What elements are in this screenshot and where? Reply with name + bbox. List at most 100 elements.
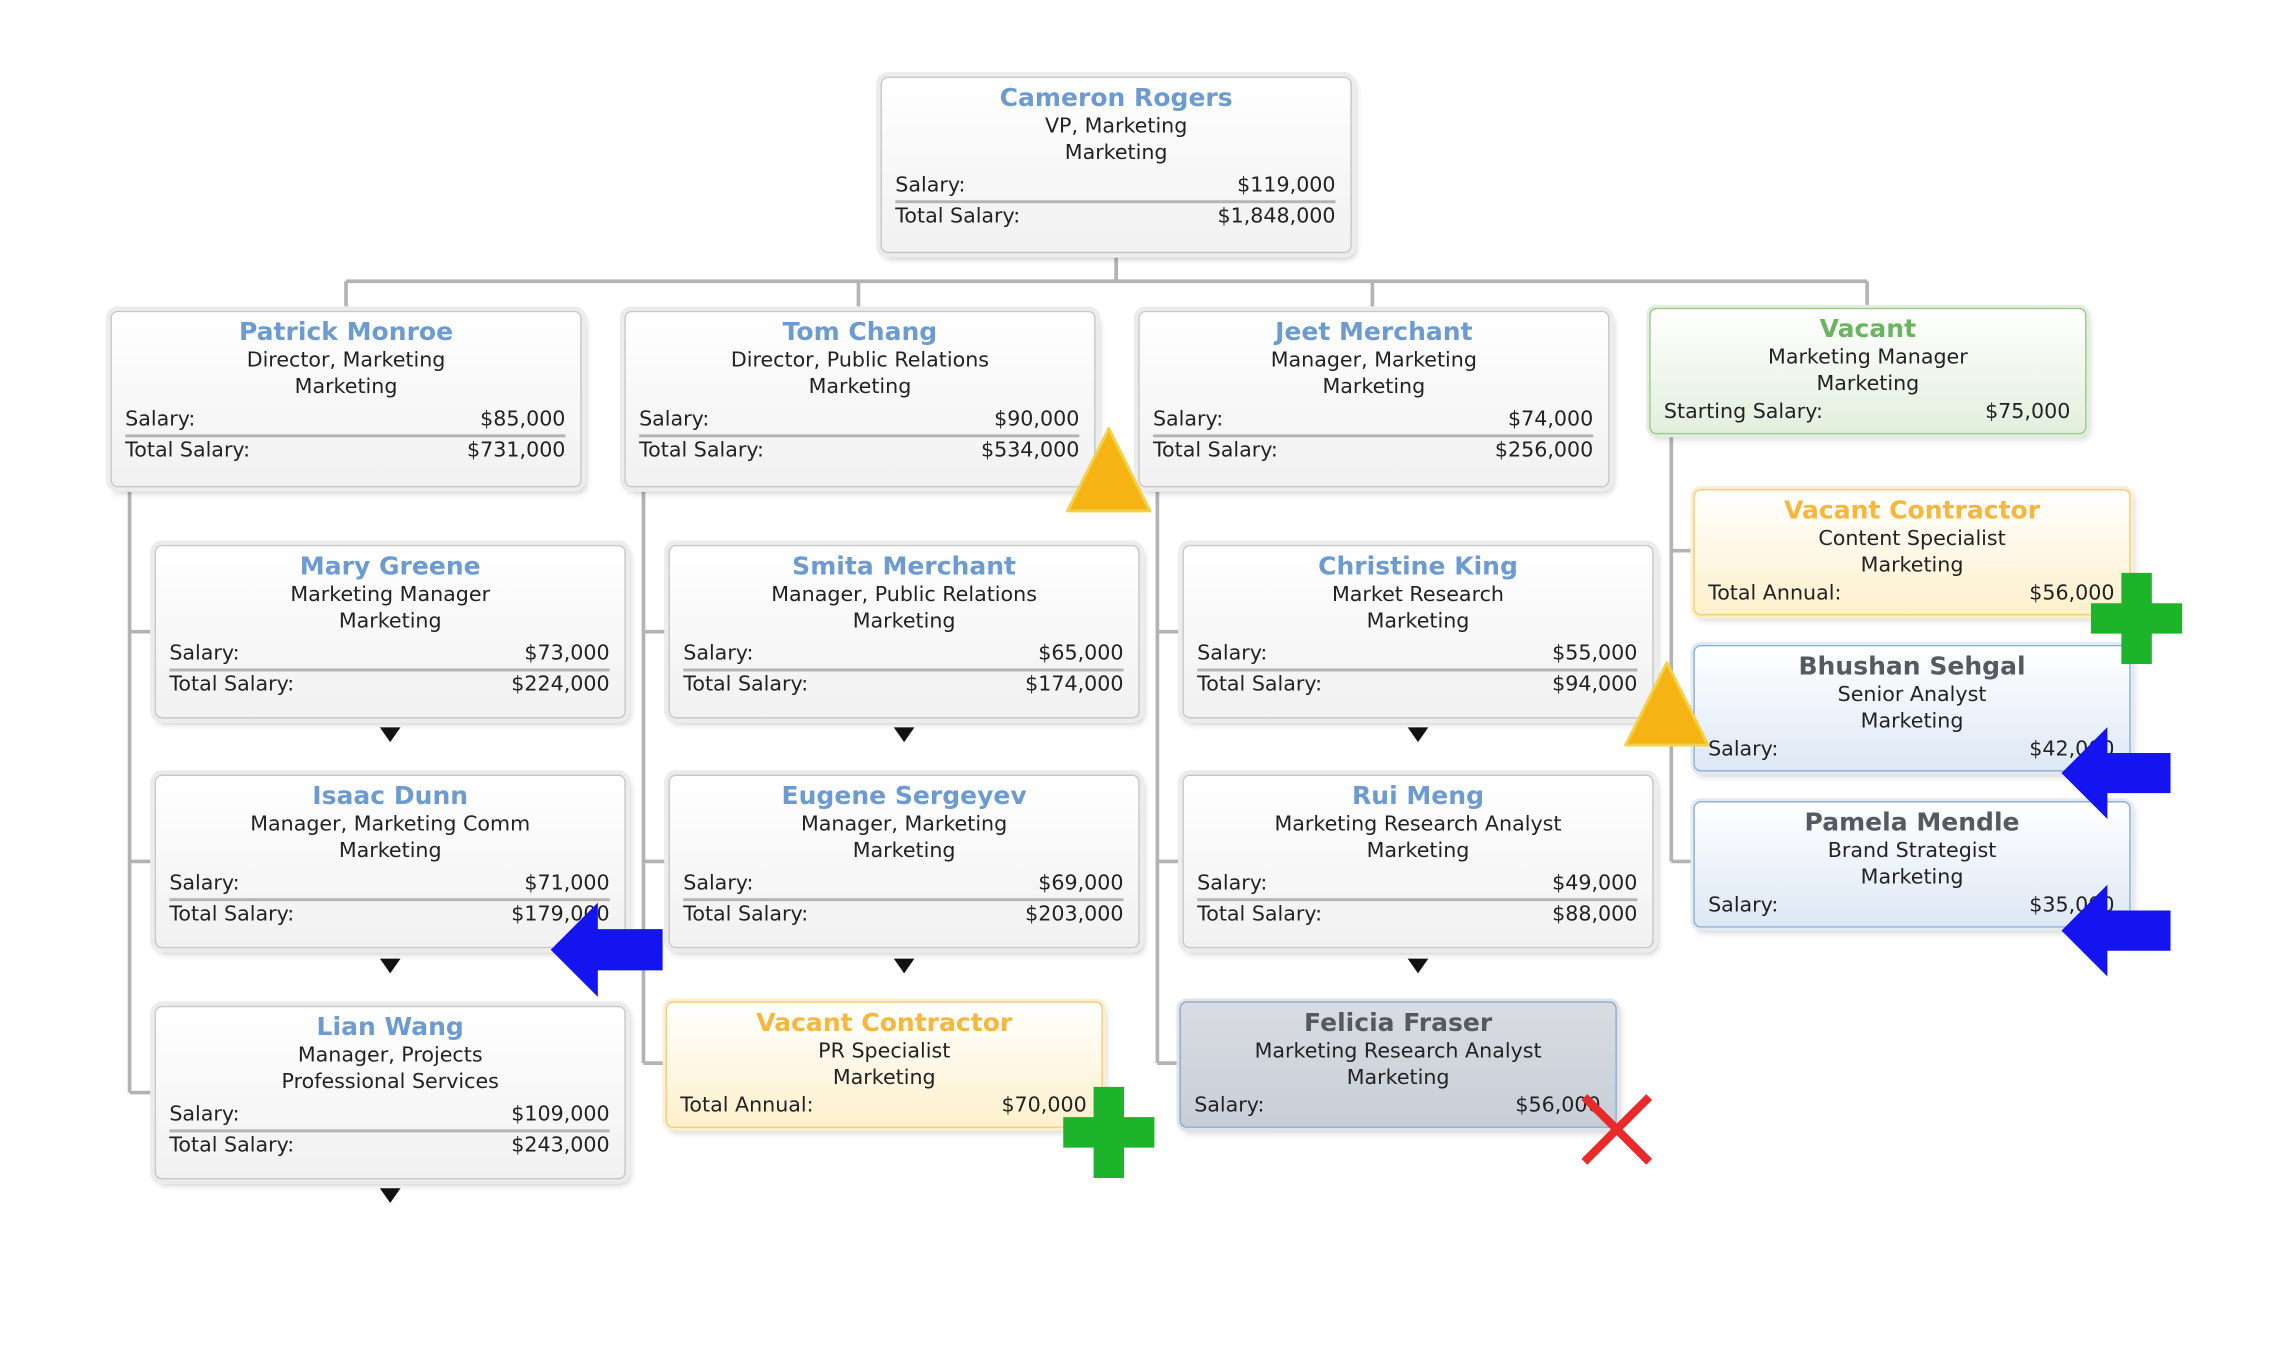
expand-triangle-down-icon[interactable] <box>1407 958 1429 974</box>
employee-name: Eugene Sergeyev <box>781 781 1027 812</box>
org-card-felicia-fraser[interactable]: Felicia Fraser Marketing Research Analys… <box>1179 1001 1617 1128</box>
total-salary-row: Total Salary:$174,000 <box>683 671 1123 699</box>
total-salary-label: Total Salary: <box>683 902 809 927</box>
starting-salary-value: $75,000 <box>1985 400 2071 425</box>
total-salary-row: Total Salary:$94,000 <box>1197 671 1637 699</box>
org-card-vacant-contractor-pr-specialist[interactable]: Vacant Contractor PR Specialist Marketin… <box>665 1001 1103 1128</box>
salary-row: Salary:$71,000 <box>169 870 610 902</box>
org-card-patrick-monroe[interactable]: Patrick Monroe Director, Marketing Marke… <box>110 310 582 488</box>
employee-department: Marketing <box>1322 375 1426 400</box>
total-salary-row: Total Salary:$731,000 <box>125 437 565 465</box>
employee-name: Bhushan Sehgal <box>1798 652 2026 682</box>
employee-name: Mary Greene <box>299 552 481 582</box>
position-department: Marketing <box>832 1066 936 1090</box>
employee-title: Senior Analyst <box>1837 683 1987 707</box>
warning-triangle-icon <box>1066 427 1152 513</box>
salary-value: $74,000 <box>1507 407 1594 432</box>
salary-label: Salary: <box>683 642 754 666</box>
total-salary-label: Total Salary: <box>895 204 1021 229</box>
expand-triangle-down-icon[interactable] <box>893 727 915 743</box>
total-salary-row: Total Salary:$256,000 <box>1153 437 1593 465</box>
total-salary-label: Total Salary: <box>125 438 251 463</box>
salary-value: $65,000 <box>1038 642 1124 666</box>
expand-triangle-down-icon[interactable] <box>1407 727 1429 743</box>
salary-label: Salary: <box>895 173 966 198</box>
employee-title: Manager, Marketing <box>1270 348 1477 373</box>
employee-name: Smita Merchant <box>792 552 1017 582</box>
salary-value: $69,000 <box>1038 871 1124 896</box>
salary-value: $71,000 <box>524 871 610 896</box>
salary-value: $55,000 <box>1552 642 1638 666</box>
employee-department: Marketing <box>338 609 442 634</box>
total-annual-value: $70,000 <box>1001 1094 1087 1118</box>
salary-row: Salary: $69,000 <box>683 870 1124 902</box>
position-department: Marketing <box>1816 372 1920 397</box>
salary-value: $56,000 <box>1515 1094 1601 1118</box>
starting-salary-row: Starting Salary: $75,000 <box>1664 399 2070 427</box>
employee-name: Isaac Dunn <box>312 781 469 812</box>
total-salary-label: Total Salary: <box>169 902 295 927</box>
org-card-vacant-marketing-manager[interactable]: Vacant Marketing Manager Marketing Start… <box>1649 307 2087 435</box>
salary-row: Salary:$90,000 <box>639 406 1080 438</box>
total-salary-value: $243,000 <box>511 1133 610 1158</box>
total-salary-row: Total Salary:$88,000 <box>1197 901 1637 929</box>
expand-triangle-down-icon[interactable] <box>379 958 401 974</box>
employee-name: Patrick Monroe <box>238 318 454 348</box>
org-card-jeet-merchant[interactable]: Jeet Merchant Manager, Marketing Marketi… <box>1138 310 1610 488</box>
total-salary-row: Total Salary:$534,000 <box>639 437 1079 465</box>
arrow-left-icon <box>2061 884 2171 977</box>
employee-department: Professional Services <box>281 1070 499 1095</box>
org-card-pamela-mendle[interactable]: Pamela Mendle Brand Strategist Marketing… <box>1693 801 2131 928</box>
salary-label: Salary: <box>169 1102 240 1127</box>
org-card-smita-merchant[interactable]: Smita Merchant Manager, Public Relations… <box>668 544 1140 719</box>
total-salary-value: $94,000 <box>1552 672 1638 697</box>
employee-department: Marketing <box>294 375 398 400</box>
expand-triangle-down-icon[interactable] <box>379 727 401 743</box>
position-name: Vacant Contractor <box>1784 496 2041 526</box>
org-card-tom-chang[interactable]: Tom Chang Director, Public Relations Mar… <box>624 310 1096 488</box>
total-salary-value: $88,000 <box>1552 902 1638 927</box>
salary-value: $73,000 <box>524 642 610 666</box>
salary-label: Salary: <box>1197 642 1268 666</box>
employee-title: Manager, Public Relations <box>771 583 1037 607</box>
total-salary-row: Total Salary:$243,000 <box>169 1132 609 1160</box>
employee-department: Marketing <box>808 375 912 400</box>
salary-row: Salary:$119,000 <box>895 172 1336 204</box>
employee-title: Marketing Manager <box>290 583 491 607</box>
salary-row: Salary: $49,000 <box>1197 870 1638 902</box>
org-card-isaac-dunn[interactable]: Isaac Dunn Manager, Marketing Comm Marke… <box>154 774 626 949</box>
salary-label: Salary: <box>169 642 240 666</box>
org-card-christine-king[interactable]: Christine King Market Research Marketing… <box>1182 544 1654 719</box>
expand-triangle-down-icon[interactable] <box>893 958 915 974</box>
org-card-rui-meng[interactable]: Rui Meng Marketing Research Analyst Mark… <box>1182 774 1654 949</box>
salary-row: Salary:$35,000 <box>1708 892 2114 920</box>
employee-name: Jeet Merchant <box>1275 318 1473 348</box>
org-card-cameron-rogers[interactable]: Cameron Rogers VP, Marketing Marketing S… <box>880 76 1352 254</box>
salary-label: Salary: <box>1197 871 1268 896</box>
org-card-mary-greene[interactable]: Mary Greene Marketing Manager Marketing … <box>154 544 626 719</box>
warning-triangle-icon <box>1624 661 1710 747</box>
employee-department: Marketing <box>1860 865 1964 890</box>
total-salary-row: Total Salary:$203,000 <box>683 901 1123 929</box>
position-title: Content Specialist <box>1818 527 2006 551</box>
org-card-bhushan-sehgal[interactable]: Bhushan Sehgal Senior Analyst Marketing … <box>1693 644 2131 772</box>
salary-label: Salary: <box>683 871 754 896</box>
salary-value: $49,000 <box>1552 871 1638 896</box>
salary-label: Salary: <box>1708 893 1779 918</box>
salary-row: Salary:$109,000 <box>169 1101 610 1133</box>
employee-title: Marketing Research Analyst <box>1274 812 1562 837</box>
total-salary-row: Total Salary:$224,000 <box>169 671 609 699</box>
x-icon <box>1581 1094 1653 1165</box>
employee-department: Marketing <box>1064 141 1168 165</box>
total-salary-value: $1,848,000 <box>1217 204 1336 229</box>
org-card-vacant-contractor-content-specialist[interactable]: Vacant Contractor Content Specialist Mar… <box>1693 488 2131 616</box>
salary-label: Salary: <box>1152 407 1224 432</box>
org-card-eugene-sergeyev[interactable]: Eugene Sergeyev Manager, Marketing Marke… <box>668 774 1140 949</box>
starting-salary-label: Starting Salary: <box>1663 400 1823 425</box>
employee-title: Director, Public Relations <box>730 348 990 373</box>
expand-triangle-down-icon[interactable] <box>379 1188 401 1204</box>
org-card-lian-wang[interactable]: Lian Wang Manager, Projects Professional… <box>154 1005 626 1180</box>
employee-title: Manager, Projects <box>297 1044 483 1068</box>
